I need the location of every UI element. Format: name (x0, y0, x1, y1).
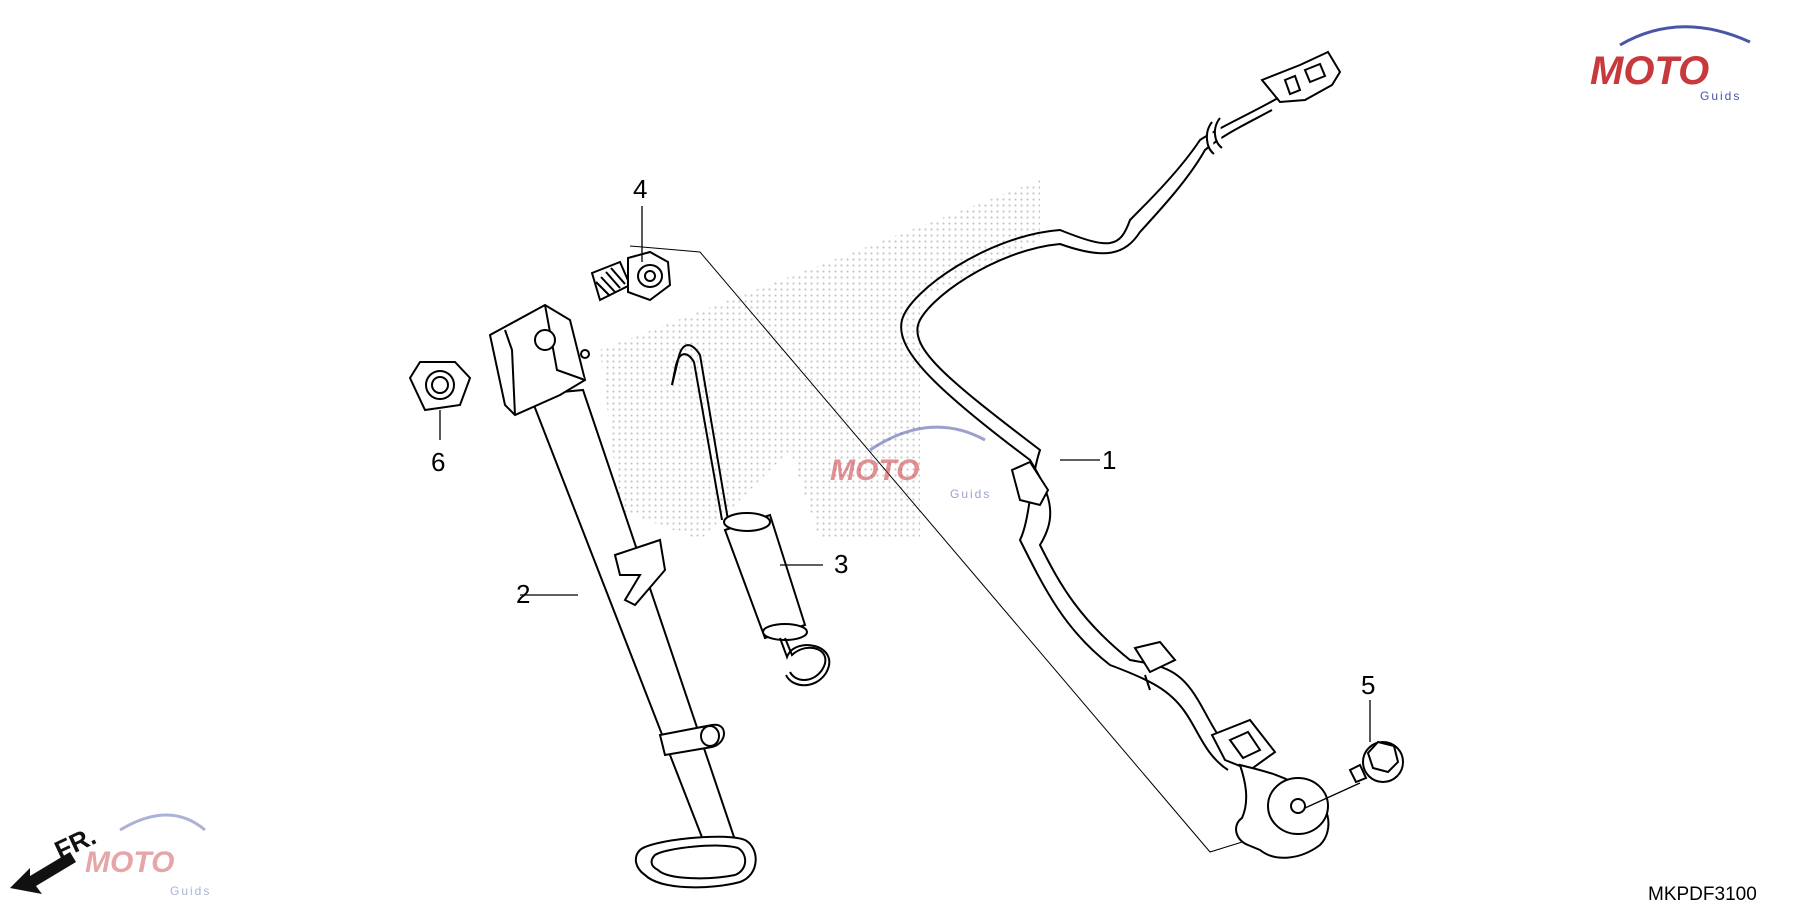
bottom-left-watermark: MOTO Guids (85, 813, 211, 898)
bottom-left-watermark-sub: Guids (170, 884, 211, 898)
part-1-switch-harness (900, 50, 1342, 859)
center-watermark: MOTO Guids (830, 425, 991, 501)
callout-5: 5 (1361, 670, 1375, 700)
center-watermark-text: MOTO (830, 454, 919, 487)
diagram-code: MKPDF3100 (1648, 884, 1757, 905)
callout-3: 3 (834, 549, 848, 579)
part-2-side-stand (488, 303, 757, 889)
callout-6: 6 (431, 447, 445, 477)
part-4-bolt (590, 250, 672, 302)
callout-1: 1 (1102, 445, 1116, 475)
part-3-spring (671, 344, 831, 687)
bottom-left-watermark-text: MOTO (85, 846, 174, 879)
brand-logo: MOTO Guids (1590, 25, 1751, 103)
background-dot-pattern (600, 180, 1040, 540)
center-watermark-sub: Guids (950, 487, 991, 501)
part-5-bolt (1348, 740, 1404, 784)
leader-lines (439, 206, 1371, 809)
brand-logo-text: MOTO (1590, 49, 1709, 93)
callout-4: 4 (633, 174, 647, 204)
brand-logo-sub: Guids (1700, 89, 1741, 103)
reference-line (629, 245, 1256, 853)
part-6-nut (408, 361, 472, 412)
callout-2: 2 (516, 579, 530, 609)
